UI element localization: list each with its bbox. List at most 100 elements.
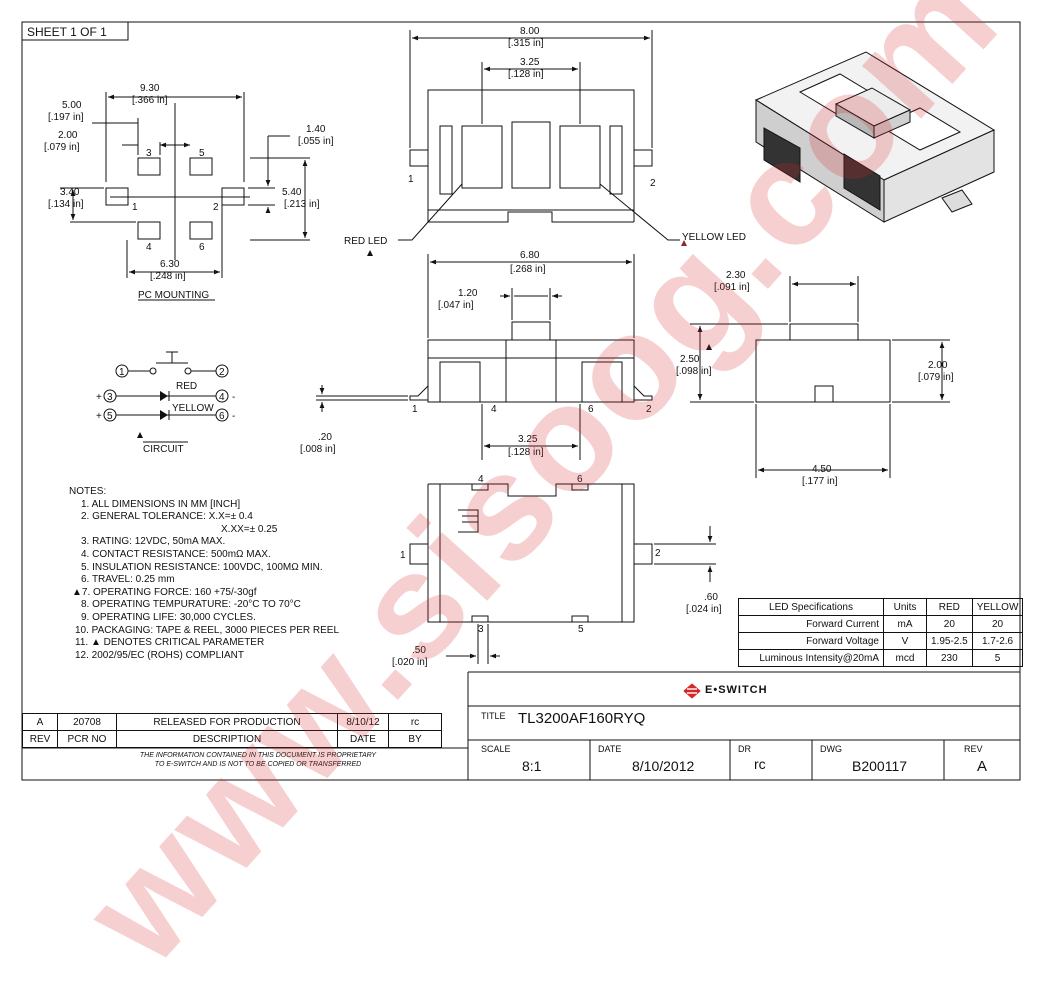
note-11: 11. ▲ DENOTES CRITICAL PARAMETER bbox=[75, 637, 265, 649]
title-block bbox=[22, 671, 1020, 781]
table-row: Forward Voltage V 1.95-2.5 1.7-2.6 bbox=[738, 632, 1024, 650]
circuit-title: CIRCUIT bbox=[143, 444, 184, 455]
dim-3-40: 3.40 bbox=[60, 187, 80, 198]
circuit-minus-1: - bbox=[232, 392, 235, 403]
front-view bbox=[316, 254, 653, 460]
dim-2-00-side-in: [.079 in] bbox=[918, 372, 954, 383]
dim-1-20: 1.20 bbox=[458, 288, 478, 299]
dim-5-00: 5.00 bbox=[62, 100, 82, 111]
disclaimer-line-2: TO E-SWITCH AND IS NOT TO BE COPIED OR T… bbox=[154, 761, 362, 768]
dim-0-60: .60 bbox=[704, 592, 718, 603]
table-cell: Forward Voltage bbox=[738, 632, 884, 650]
table-header: LED Specifications bbox=[738, 598, 884, 616]
drawn-by-label: DR bbox=[738, 744, 751, 754]
circuit-node-3: 3 bbox=[107, 392, 113, 403]
front-pin-1: 1 bbox=[412, 404, 418, 415]
isometric-part-image bbox=[754, 51, 996, 223]
circuit-plus-2: + bbox=[96, 411, 102, 422]
dim-9-30: 9.30 bbox=[140, 83, 160, 94]
dim-5-40: 5.40 bbox=[282, 187, 302, 198]
note-2: 2. GENERAL TOLERANCE: X.X=± 0.4 bbox=[81, 511, 253, 523]
table-cell: mA bbox=[883, 615, 927, 633]
title-label: TITLE bbox=[481, 711, 506, 721]
dim-2-00-in: [.079 in] bbox=[44, 142, 80, 153]
dim-2-30: 2.30 bbox=[726, 270, 746, 281]
drawn-by-value: rc bbox=[754, 756, 766, 772]
dim-3-25-front-in: [.128 in] bbox=[508, 447, 544, 458]
pad-4: 4 bbox=[146, 242, 152, 253]
note-2b: X.XX=± 0.25 bbox=[221, 523, 278, 535]
dim-6-80-in: [.268 in] bbox=[510, 264, 546, 275]
dim-3-25-top-in: [.128 in] bbox=[508, 69, 544, 80]
side-view bbox=[690, 276, 950, 478]
dim-2-30-in: [.091 in] bbox=[714, 282, 750, 293]
circuit-red-label: RED bbox=[176, 381, 197, 392]
table-cell: 20 bbox=[926, 615, 973, 633]
note-12: 12. 2002/95/EC (ROHS) COMPLIANT bbox=[75, 649, 244, 661]
drawing-canvas: 9.30 [.366 in] 5.00 [.197 in] 2.00 [.079… bbox=[21, 21, 1021, 781]
table-cell: 5 bbox=[971, 649, 1024, 667]
dwg-number: B200117 bbox=[852, 758, 908, 774]
dim-1-40: 1.40 bbox=[306, 124, 326, 135]
date-value: 8/10/2012 bbox=[632, 758, 695, 774]
table-header-row: LED Specifications Units RED YELLOW bbox=[738, 598, 1024, 616]
table-cell: 20 bbox=[971, 615, 1024, 633]
note-4: 4. CONTACT RESISTANCE: 500mΩ MAX. bbox=[81, 548, 271, 560]
drawing-sheet: 9.30 [.366 in] 5.00 [.197 in] 2.00 [.079… bbox=[21, 0, 1030, 994]
bottom-pin-6: 6 bbox=[577, 474, 583, 485]
circuit-plus-1: + bbox=[96, 392, 102, 403]
pad-5: 5 bbox=[199, 148, 205, 159]
table-header: PCR NO bbox=[57, 730, 117, 748]
top-view bbox=[398, 30, 680, 241]
dim-2-50-in: [.098 in] bbox=[676, 366, 712, 377]
part-title: TL3200AF160RYQ bbox=[518, 710, 646, 727]
dim-6-30: 6.30 bbox=[160, 259, 180, 270]
dim-2-50: 2.50 bbox=[680, 354, 700, 365]
dim-3-40-in: [.134 in] bbox=[48, 199, 84, 210]
rev-value: A bbox=[977, 758, 988, 775]
bottom-pin-2: 2 bbox=[655, 548, 661, 559]
dim-3-25-top: 3.25 bbox=[520, 57, 540, 68]
dim-8-00: 8.00 bbox=[520, 26, 540, 37]
dim-0-60-in: [.024 in] bbox=[686, 604, 722, 615]
dim-4-50-in: [.177 in] bbox=[802, 476, 838, 487]
sheet-label-box bbox=[21, 21, 129, 41]
pad-6: 6 bbox=[199, 242, 205, 253]
circuit-node-2: 2 bbox=[219, 367, 225, 378]
dim-1-20-in: [.047 in] bbox=[438, 300, 474, 311]
yellow-led-label: YELLOW LED bbox=[682, 232, 746, 243]
dim-6-30-in: [.248 in] bbox=[150, 271, 186, 282]
dim-0-20-in: [.008 in] bbox=[300, 444, 336, 455]
notes-heading: NOTES: bbox=[69, 486, 107, 497]
dim-1-40-in: [.055 in] bbox=[298, 136, 334, 147]
front-pin-4: 4 bbox=[491, 404, 497, 415]
red-led-label: RED LED bbox=[344, 236, 387, 247]
circuit-yellow-label: YELLOW bbox=[172, 403, 214, 414]
table-row: Forward Current mA 20 20 bbox=[738, 615, 1024, 633]
top-pin-1: 1 bbox=[408, 174, 414, 185]
front-pin-6: 6 bbox=[588, 404, 594, 415]
front-pin-2: 2 bbox=[646, 404, 652, 415]
dwg-label: DWG bbox=[820, 744, 842, 754]
pc-mounting-view bbox=[60, 92, 310, 301]
dim-5-00-in: [.197 in] bbox=[48, 112, 84, 123]
note-5: 5. INSULATION RESISTANCE: 100VDC, 100MΩ … bbox=[81, 561, 323, 573]
circuit-minus-2: - bbox=[232, 411, 235, 422]
table-header: YELLOW bbox=[971, 598, 1024, 616]
note-8: 8. OPERATING TEMPURATURE: -20°C TO 70°C bbox=[81, 599, 301, 611]
notes-section: NOTES: 1. ALL DIMENSIONS IN MM [INCH] 2.… bbox=[69, 486, 339, 662]
note-9: 9. OPERATING LIFE: 30,000 CYCLES. bbox=[81, 611, 256, 623]
bottom-pin-3: 3 bbox=[478, 624, 484, 635]
scale-label: SCALE bbox=[481, 744, 511, 754]
note-6: 6. TRAVEL: 0.25 mm bbox=[81, 574, 175, 586]
rev-label: REV bbox=[964, 744, 983, 754]
dim-3-25-front: 3.25 bbox=[518, 434, 538, 445]
circuit-node-5: 5 bbox=[107, 411, 113, 422]
table-header-row: REV PCR NO DESCRIPTION DATE BY bbox=[22, 730, 442, 748]
brand-name: E•SWITCH bbox=[705, 684, 768, 696]
bottom-pin-4: 4 bbox=[478, 474, 484, 485]
table-cell: 1.7-2.6 bbox=[971, 632, 1024, 650]
sheet-label: SHEET 1 OF 1 bbox=[27, 25, 107, 39]
bottom-view bbox=[409, 483, 716, 664]
note-3: 3. RATING: 12VDC, 50mA MAX. bbox=[81, 536, 226, 548]
